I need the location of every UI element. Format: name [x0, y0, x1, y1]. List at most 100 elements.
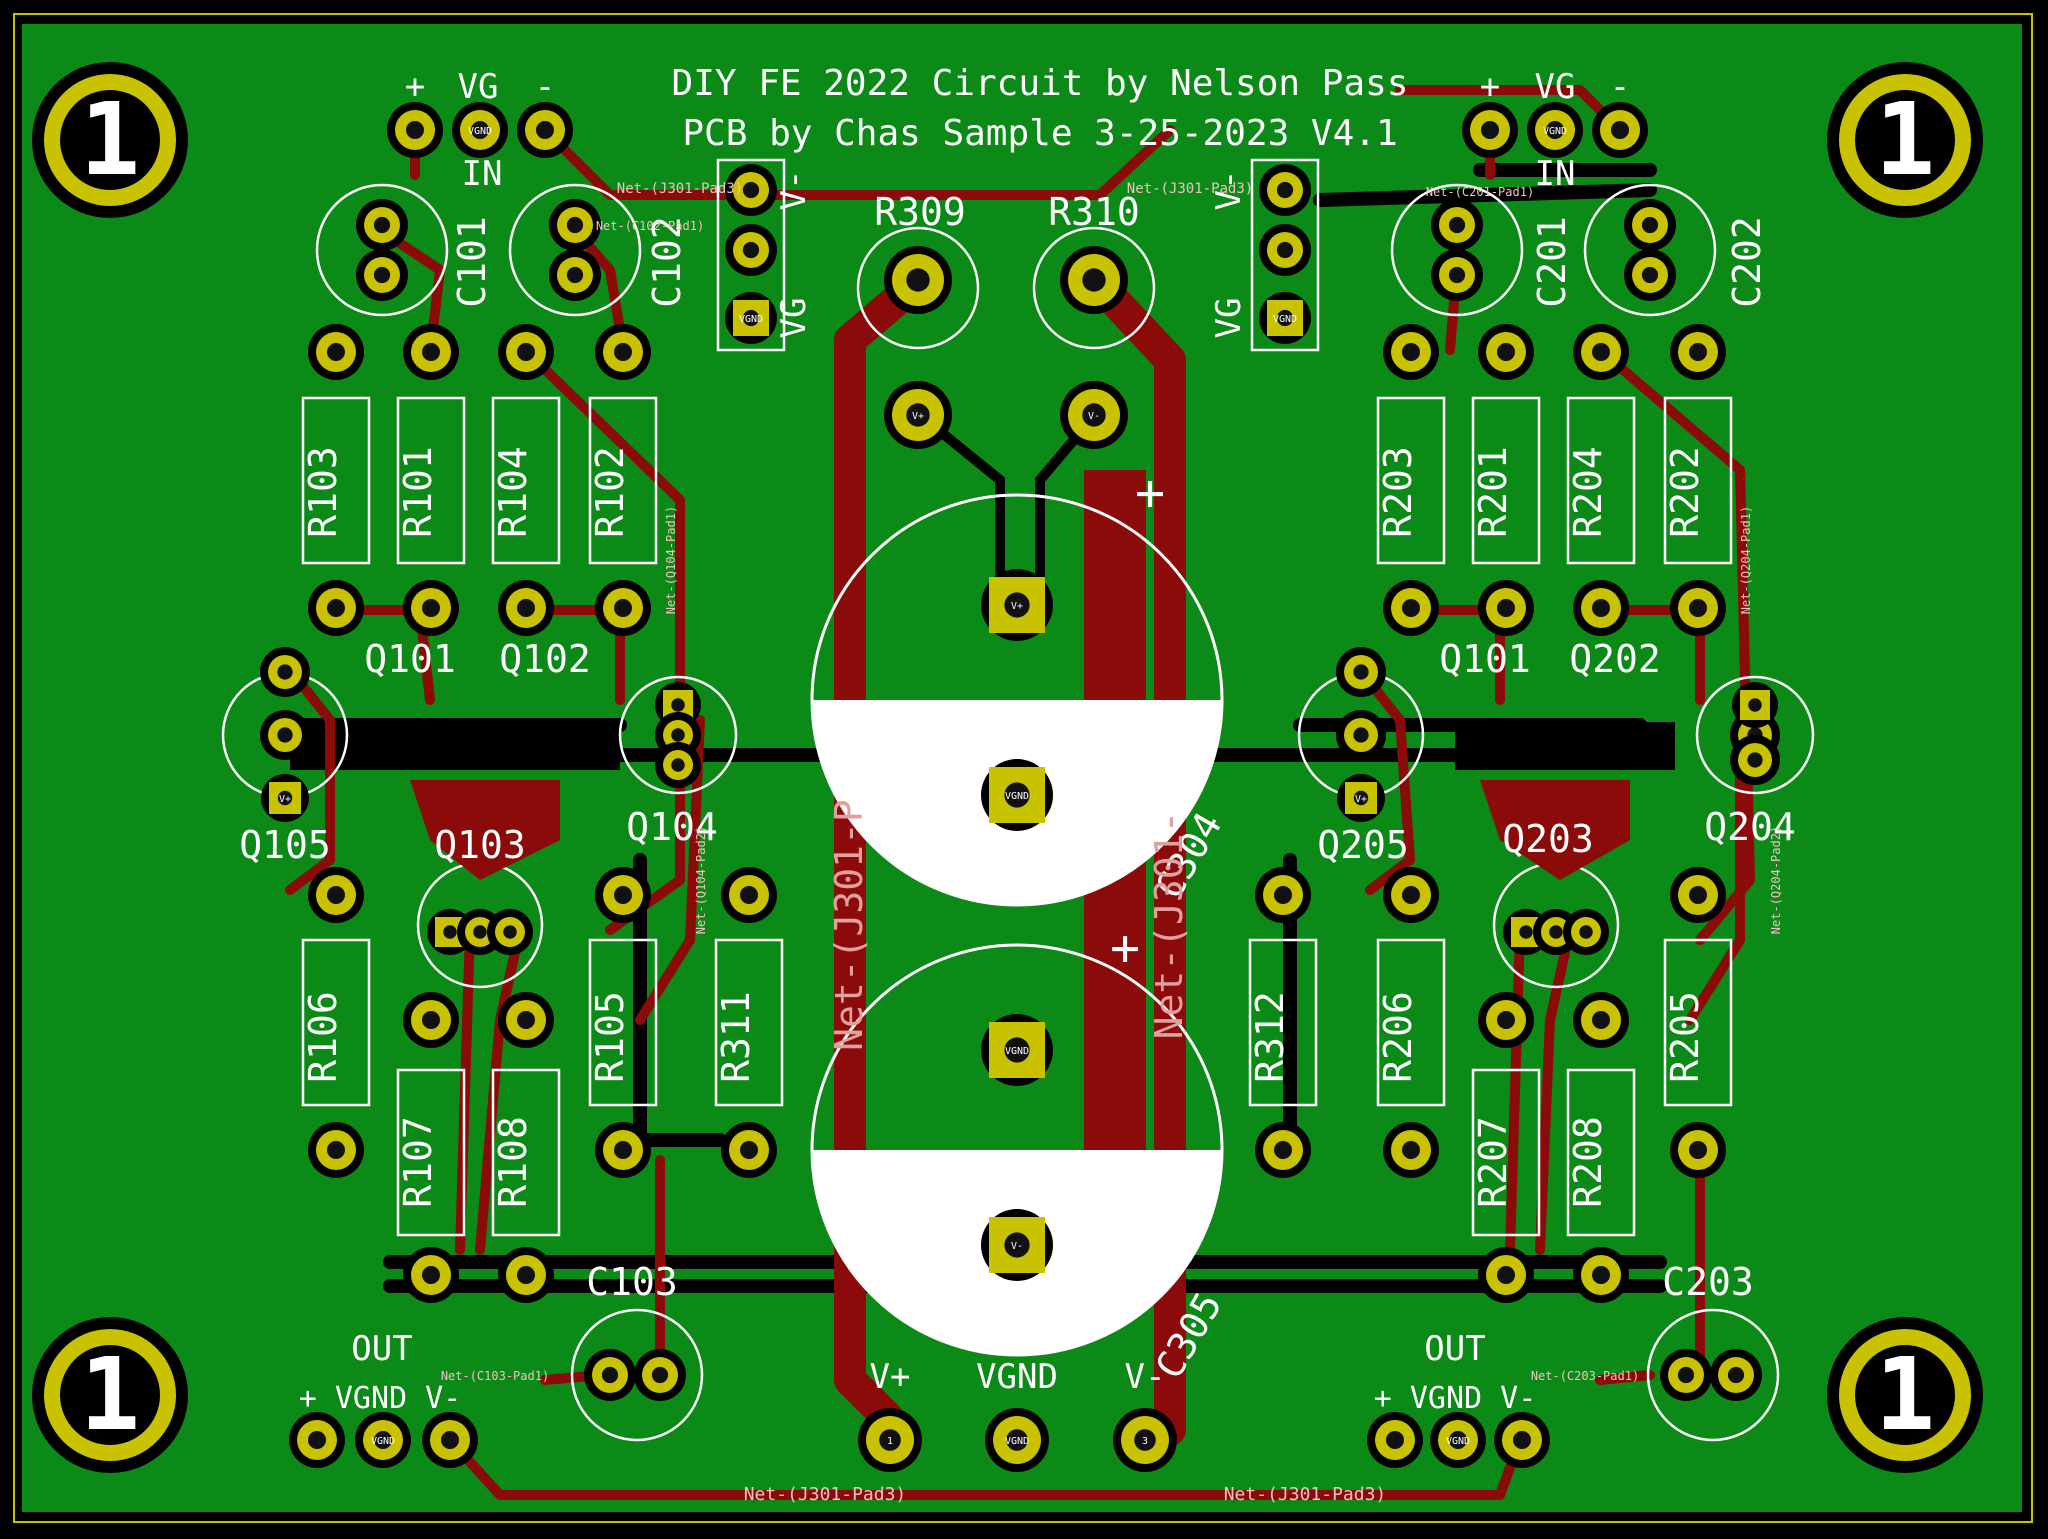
mounting-hole-label: 1	[80, 1336, 140, 1453]
pad-label: V+	[279, 794, 291, 805]
lbl-plus-l: +	[405, 67, 425, 107]
lbl-in-r: IN	[1535, 154, 1576, 194]
pad: VGND	[985, 1408, 1049, 1472]
mounting-hole-label: 1	[80, 81, 140, 198]
plus-marker: +	[1110, 919, 1140, 977]
pad	[289, 1412, 345, 1468]
pad: V-	[981, 1209, 1053, 1281]
ref-c101: C101	[450, 216, 494, 308]
lbl-out-l: OUT	[351, 1329, 412, 1369]
pad	[403, 992, 459, 1048]
lbl-vminus-j1: V-	[774, 170, 814, 211]
ref-r311: R311	[714, 991, 758, 1083]
pad: V+	[884, 381, 952, 449]
pad	[487, 909, 533, 955]
ref-q204: Q204	[1704, 805, 1796, 849]
ref-r310: R310	[1048, 190, 1140, 234]
pad	[1670, 580, 1726, 636]
pad: VGND	[355, 1412, 411, 1468]
pads: VGND VGND VGND VGND V+ V- V+ V+ V+ VGND VGND V- VGND…	[260, 102, 1780, 1472]
net-q104-pad2: Net-(Q104-Pad2)	[694, 826, 708, 934]
pad-label: V+	[912, 411, 924, 422]
net-j301-big-left: Net-(J301-P	[827, 799, 871, 1051]
ref-c202: C202	[1725, 216, 1769, 308]
title-line2: PCB by Chas Sample 3-25-2023 V4.1	[682, 113, 1397, 154]
pad	[1478, 992, 1534, 1048]
lbl-plus-r: +	[1480, 67, 1500, 107]
ref-r208: R208	[1566, 1116, 1610, 1208]
pad-label: VGND	[1273, 314, 1297, 325]
lbl-in-l: IN	[462, 154, 503, 194]
ref-r309: R309	[874, 190, 966, 234]
ref-r203: R203	[1376, 446, 1420, 538]
ref-r105: R105	[588, 991, 632, 1083]
ref-q205: Q205	[1317, 823, 1409, 867]
pad	[1670, 324, 1726, 380]
pad	[1573, 1247, 1629, 1303]
mounting-hole: 1	[1827, 62, 1983, 218]
ref-r312: R312	[1248, 991, 1292, 1083]
pad: VGND	[1527, 102, 1583, 158]
pad	[1573, 580, 1629, 636]
pad-label: VGND	[1005, 1436, 1029, 1447]
pad-label: VGND	[1005, 1046, 1029, 1057]
pad: VGND	[981, 759, 1053, 831]
pad	[1383, 580, 1439, 636]
pad-label: V+	[1011, 601, 1023, 612]
pad	[1259, 224, 1311, 276]
net-q104-pad1: Net-(Q104-Pad1)	[664, 506, 678, 614]
pad: 3	[1113, 1408, 1177, 1472]
mounting-hole-label: 1	[1875, 81, 1935, 198]
pad	[1478, 324, 1534, 380]
pad	[1431, 199, 1483, 251]
pad	[721, 867, 777, 923]
pad: V+	[1337, 774, 1385, 822]
pad-label: 1	[887, 1436, 893, 1447]
pad	[1462, 102, 1518, 158]
pad: V+	[261, 774, 309, 822]
ref-r108: R108	[491, 1116, 535, 1208]
ref-r204: R204	[1566, 446, 1610, 538]
pad: VGND	[1430, 1412, 1486, 1468]
pad: V+	[981, 569, 1053, 641]
pad-label: V-	[1011, 1241, 1023, 1252]
pad	[584, 1349, 636, 1401]
net-c103-pad1: Net-(C103-Pad1)	[441, 1369, 549, 1383]
ref-q104: Q104	[626, 805, 718, 849]
net-j301-big-right: Net-(J301-	[1147, 811, 1191, 1040]
ref-q101: Q101	[364, 637, 456, 681]
pad	[1573, 324, 1629, 380]
pad-label: V-	[1088, 411, 1100, 422]
pad	[1383, 1122, 1439, 1178]
mounting-hole-label: 1	[1875, 1336, 1935, 1453]
net-q204-pad2: Net-(Q204-Pad2)	[1769, 826, 1783, 934]
ref-c102: C102	[645, 216, 689, 308]
ref-r206: R206	[1376, 991, 1420, 1083]
pad	[1660, 1349, 1712, 1401]
pad	[517, 102, 573, 158]
pad	[655, 742, 701, 788]
pad	[1730, 735, 1780, 785]
pad-label: VGND	[371, 1436, 395, 1447]
pad	[1060, 246, 1128, 314]
pad	[308, 1122, 364, 1178]
pad	[498, 992, 554, 1048]
pad	[721, 1122, 777, 1178]
pad	[1710, 1349, 1762, 1401]
net-j301-pad3-bot-b: Net-(J301-Pad3)	[1224, 1484, 1387, 1505]
ref-r107: R107	[396, 1116, 440, 1208]
pad	[1336, 710, 1386, 760]
pad: VGND	[1259, 292, 1311, 344]
pad	[356, 249, 408, 301]
pad	[1732, 682, 1778, 728]
ref-r103: R103	[301, 446, 345, 538]
pad	[595, 867, 651, 923]
ref-c201: C201	[1530, 216, 1574, 308]
pad: VGND	[981, 1014, 1053, 1086]
pad-label: VGND	[468, 126, 492, 137]
pad	[1624, 249, 1676, 301]
net-j301-pad3-top-a: Net-(J301-Pad3)	[617, 181, 743, 197]
pad	[422, 1412, 478, 1468]
lbl-vg-j2: VG	[1209, 298, 1249, 339]
